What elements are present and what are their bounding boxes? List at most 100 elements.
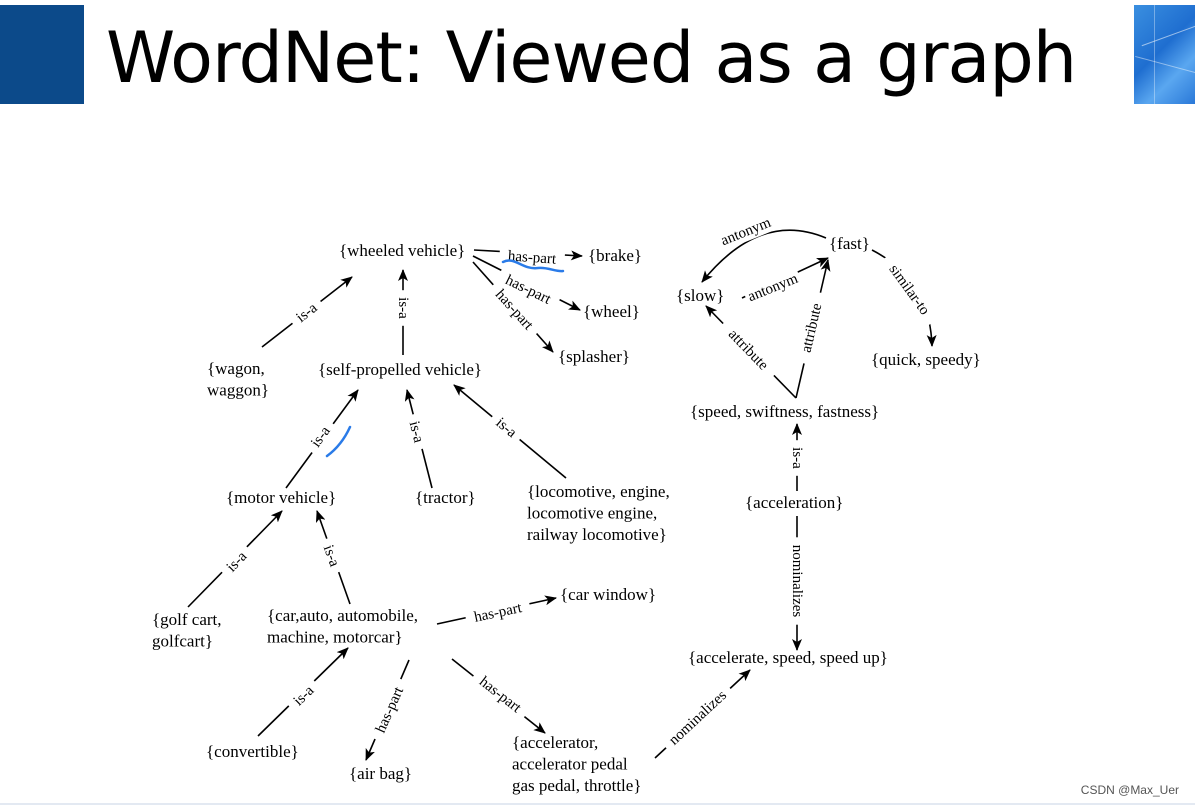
synset-node-convertible: {convertible} (206, 742, 299, 761)
edge-is-a: is-a (402, 389, 433, 489)
synset-node-motor: {motor vehicle} (226, 488, 336, 507)
edge-label-bg (498, 246, 566, 270)
edge-label-bg (394, 290, 412, 326)
synset-line: {accelerate, speed, speed up} (688, 648, 888, 667)
synset-node-acceleration: {acceleration} (745, 493, 843, 512)
synset-node-car: {car,auto, automobile, machine, motorcar} (267, 606, 418, 647)
annotations-layer (325, 259, 565, 458)
synset-node-airbag: {air bag} (349, 764, 412, 783)
synset-node-wheel: {wheel} (583, 302, 640, 321)
edge-label: is-a (320, 543, 343, 569)
synset-line: railway locomotive} (527, 525, 667, 544)
edge-label-bg (368, 676, 412, 744)
edge-label-bg (659, 681, 737, 755)
edge-has-part: has-part (436, 595, 557, 629)
synset-line: machine, motorcar} (267, 628, 403, 647)
synset-line: gas pedal, throttle} (512, 776, 641, 795)
synset-line: {locomotive, engine, (527, 482, 670, 501)
edge-label-bg (468, 667, 532, 723)
synset-line: waggon} (207, 381, 269, 400)
synset-line: accelerator pedal (512, 755, 628, 774)
synset-node-loco: {locomotive, engine, locomotive engine, ra… (527, 482, 670, 544)
edge-is-a: is-a (315, 510, 351, 605)
edge-label: antonym (719, 215, 774, 250)
edge-label-bg (715, 212, 777, 252)
edge-label-bg (486, 409, 526, 447)
edge-label-bg (287, 294, 327, 332)
edge-label: is-a (395, 297, 411, 319)
synset-line: {car,auto, automobile, (267, 606, 418, 625)
edge-label-bg (464, 597, 532, 629)
edge-label: attribute (799, 302, 826, 355)
edge-label-bg (795, 290, 829, 366)
edge-is-a: is-a (394, 269, 412, 355)
synset-node-golf: {golf cart, golfcart} (152, 610, 222, 651)
watermark: CSDN @Max_Uer (1080, 783, 1179, 797)
synset-line: {slow} (676, 286, 724, 305)
synset-node-accelerate: {accelerate, speed, speed up} (688, 648, 888, 667)
edge-label-bg (716, 317, 780, 383)
synset-line: {air bag} (349, 764, 412, 783)
synset-line: {tractor} (415, 488, 476, 507)
edge-is-a: is-a (453, 384, 567, 479)
edge-nominalizes: nominalizes (788, 516, 806, 651)
synset-line: {speed, swiftness, fastness} (690, 402, 879, 421)
slide-title: WordNet: Viewed as a graph (106, 17, 1077, 99)
edge-label: antonym (746, 271, 801, 306)
edge-label-bg (402, 412, 430, 452)
synset-node-wagon: {wagon, waggon} (207, 359, 269, 400)
edge-label: nominalizes (666, 687, 730, 748)
edge-label: has-part (373, 684, 408, 735)
synset-node-speed: {speed, swiftness, fastness} (690, 402, 879, 421)
synset-node-tractor: {tractor} (415, 488, 476, 507)
edge-attribute: attribute (705, 305, 797, 399)
edge-antonym: antonym (701, 212, 827, 283)
synset-node-accelerator: {accelerator, accelerator pedal gas pedal,… (512, 733, 641, 795)
synset-line: {splasher} (558, 347, 630, 366)
edge-label-bg (284, 677, 324, 715)
synset-node-carwindow: {car window} (560, 585, 656, 604)
synset-line: {acceleration} (745, 493, 843, 512)
edge-label-bg (494, 267, 562, 313)
synset-line: golfcart} (152, 632, 213, 651)
brand-block-right (1134, 5, 1195, 104)
synset-line: locomotive engine, (527, 504, 657, 523)
edge-label: has-part (507, 248, 557, 267)
synset-node-splasher: {splasher} (558, 347, 630, 366)
edge-is-a: is-a (187, 510, 283, 608)
synset-node-fast: {fast} (829, 234, 870, 253)
edge-nominalizes: nominalizes (654, 669, 751, 759)
annotation-underline-mark (501, 259, 565, 273)
edge-is-a: is-a (285, 389, 359, 489)
edge-label: similar-to (885, 262, 932, 318)
edge-label: has-part (476, 674, 525, 717)
edge-label-bg (485, 279, 543, 341)
edge-label: is-a (789, 447, 805, 469)
synset-node-quick: {quick, speedy} (871, 350, 981, 369)
edge-label: nominalizes (789, 545, 805, 618)
bottom-rule (0, 803, 1195, 805)
synset-line: {quick, speedy} (871, 350, 981, 369)
edge-is-a: is-a (261, 276, 353, 348)
synset-line: {golf cart, (152, 610, 222, 629)
annotation-tick-mark (325, 425, 352, 458)
synset-node-slow: {slow} (676, 286, 724, 305)
synset-line: {wagon, (207, 359, 265, 378)
synset-line: {accelerator, (512, 733, 598, 752)
synset-line: {car window} (560, 585, 656, 604)
edge-label-bg (303, 417, 339, 457)
synset-line: {convertible} (206, 742, 299, 761)
edge-is-a: is-a (257, 647, 349, 737)
edge-label: is-a (406, 420, 427, 445)
edge-label-bg (316, 536, 346, 576)
edge-label-bg (788, 440, 806, 476)
edge-is-a: is-a (788, 423, 806, 491)
edge-label-bg (878, 252, 940, 328)
synset-line: {brake} (588, 246, 642, 265)
edge-has-part: has-part (365, 659, 412, 761)
edge-similar-to: similar-to (871, 249, 940, 347)
brand-block-left (0, 5, 84, 104)
synset-line: {fast} (829, 234, 870, 253)
